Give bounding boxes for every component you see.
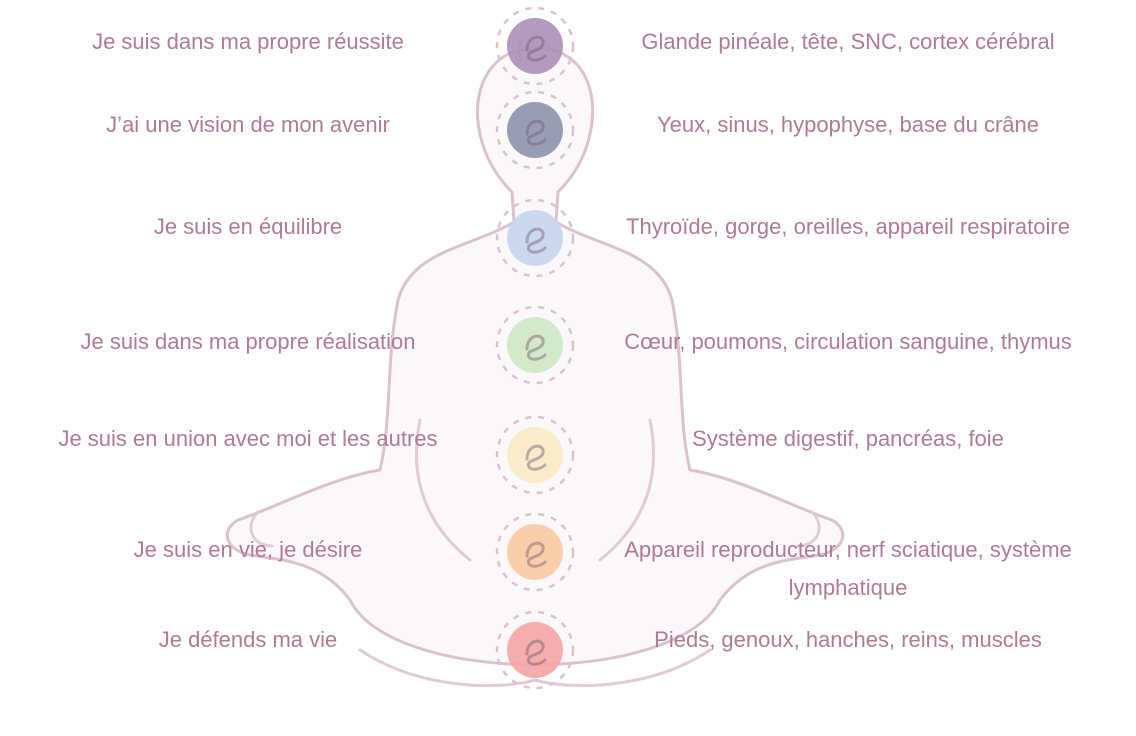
affirmation-label: Je suis en équilibre [153,214,343,239]
organs-label: Système digestif, pancréas, foie [692,426,1004,451]
affirmation-label: J’ai une vision de mon avenir [106,112,390,137]
affirmation-label: Je suis dans ma propre réussite [92,29,404,54]
affirmation-label: Je suis en union avec moi et les autres [58,426,438,451]
organs-label: Cœur, poumons, circulation sanguine, thy… [624,329,1072,354]
heart-chakra-icon [495,305,575,385]
organs-label: Yeux, sinus, hypophyse, base du crâne [656,112,1040,137]
organs-label: Glande pinéale, tête, SNC, cortex cérébr… [641,29,1055,54]
third-eye-chakra-icon [495,90,575,170]
crown-chakra-icon [495,6,575,86]
organs-label: Pieds, genoux, hanches, reins, muscles [654,627,1042,652]
organs-label: Thyroïde, gorge, oreilles, appareil resp… [626,214,1070,239]
affirmation-label: Je suis dans ma propre réalisation [80,329,416,354]
solar-plexus-chakra-icon [495,415,575,495]
organs-label: Appareil reproducteur, nerf sciatique, s… [624,537,1072,600]
affirmation-label: Je suis en vie, je désire [133,537,363,562]
throat-chakra-icon [495,198,575,278]
root-chakra-icon [495,610,575,690]
sacral-chakra-icon [495,512,575,592]
affirmation-label: Je défends ma vie [158,627,338,652]
